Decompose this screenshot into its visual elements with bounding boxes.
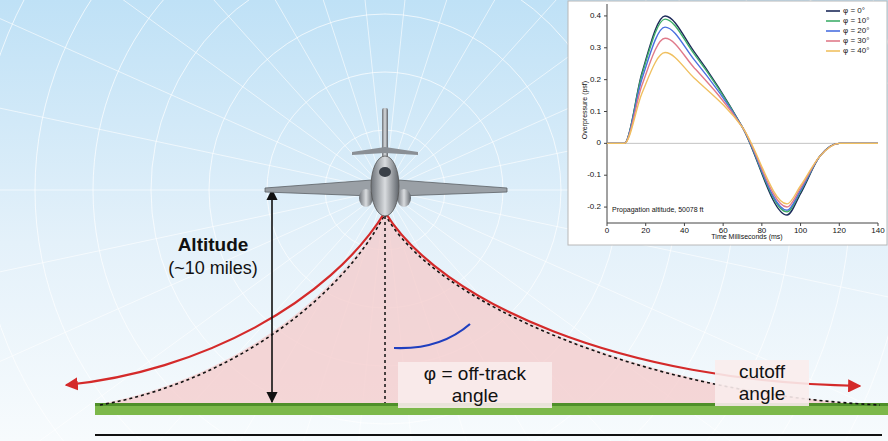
legend-text: φ = 30° — [843, 36, 869, 45]
tick — [645, 223, 646, 226]
ground-track — [384, 216, 386, 403]
tick-label: -0.1 — [577, 170, 601, 179]
tick-label: 0.4 — [577, 11, 601, 20]
waveform — [607, 19, 878, 212]
fuselage — [371, 156, 399, 216]
legend-entry: φ = 30° — [826, 36, 869, 45]
tick-label: 0 — [577, 138, 601, 147]
axis-label: Time Milliseconds (ms) — [692, 233, 802, 241]
grid-ray — [385, 0, 479, 190]
tick-label: 100 — [789, 226, 813, 235]
tick — [604, 143, 607, 144]
tick-label: 0 — [595, 226, 619, 235]
grid-ray — [0, 0, 385, 190]
legend-text: φ = 10° — [843, 16, 869, 25]
tick-label: 120 — [827, 226, 851, 235]
tick-label: 0.2 — [577, 75, 601, 84]
legend-entry: φ = 20° — [826, 26, 869, 35]
tick — [607, 223, 608, 226]
waveform — [607, 16, 878, 215]
tick — [604, 47, 607, 48]
diagram-label: cutoff angle — [715, 360, 809, 406]
tick-label: 80 — [750, 226, 774, 235]
waveform — [607, 27, 878, 210]
tick — [761, 223, 762, 226]
legend-entry: φ = 0° — [826, 6, 865, 15]
tick-label: 20 — [634, 226, 658, 235]
tick — [878, 223, 879, 226]
legend-text: φ = 0° — [843, 6, 865, 15]
legend-sample — [826, 48, 840, 54]
waveform — [607, 53, 878, 204]
tick-label: 140 — [866, 226, 888, 235]
canopy — [379, 167, 391, 177]
tick — [684, 223, 685, 226]
legend-entry: φ = 40° — [826, 46, 869, 55]
legend-line — [826, 30, 840, 32]
tick-label: 0.3 — [577, 43, 601, 52]
tick — [604, 79, 607, 80]
diagram-label: Altitude — [163, 234, 263, 256]
legend-text: φ = 20° — [843, 26, 869, 35]
inset-chart — [568, 1, 887, 245]
tick — [604, 15, 607, 16]
axis-label: Overpressure (psf) — [581, 65, 589, 155]
axis-label: Propagation altitude, 50078 ft — [612, 206, 772, 214]
legend-sample — [826, 18, 840, 24]
legend-line — [826, 40, 840, 42]
tick-label: 40 — [672, 226, 696, 235]
plot — [604, 4, 878, 226]
legend-line — [826, 20, 840, 22]
diagram-label: φ = off-track angle — [398, 362, 552, 408]
legend-sample — [826, 8, 840, 14]
legend-entry: φ = 10° — [826, 16, 869, 25]
grid-ray — [0, 0, 385, 190]
tick — [604, 111, 607, 112]
carpet-width — [95, 434, 882, 436]
waveform — [607, 38, 878, 207]
diagram-label: (~10 miles) — [158, 258, 268, 279]
legend-sample — [826, 28, 840, 34]
tick-label: -0.2 — [577, 202, 601, 211]
chart-panel — [568, 1, 887, 245]
tick-label: 60 — [711, 226, 735, 235]
grid-ray — [0, 0, 385, 190]
angle-arc — [394, 324, 470, 348]
tick — [839, 223, 840, 226]
tick — [800, 223, 801, 226]
tick — [604, 175, 607, 176]
y-axis — [607, 4, 608, 223]
grid-ray — [0, 3, 385, 190]
grid-ray — [0, 0, 385, 190]
x-axis — [607, 223, 878, 224]
legend-line — [826, 10, 840, 12]
altitude-arrow — [271, 190, 273, 402]
tick — [604, 207, 607, 208]
legend-line — [826, 50, 840, 52]
tick-label: 0.1 — [577, 107, 601, 116]
aircraft — [265, 108, 507, 216]
tick — [723, 223, 724, 226]
legend-text: φ = 40° — [843, 46, 869, 55]
grid-ray — [107, 0, 385, 190]
legend-sample — [826, 38, 840, 44]
horizontal-stabilizer — [352, 147, 418, 155]
grid-ray — [291, 0, 385, 190]
